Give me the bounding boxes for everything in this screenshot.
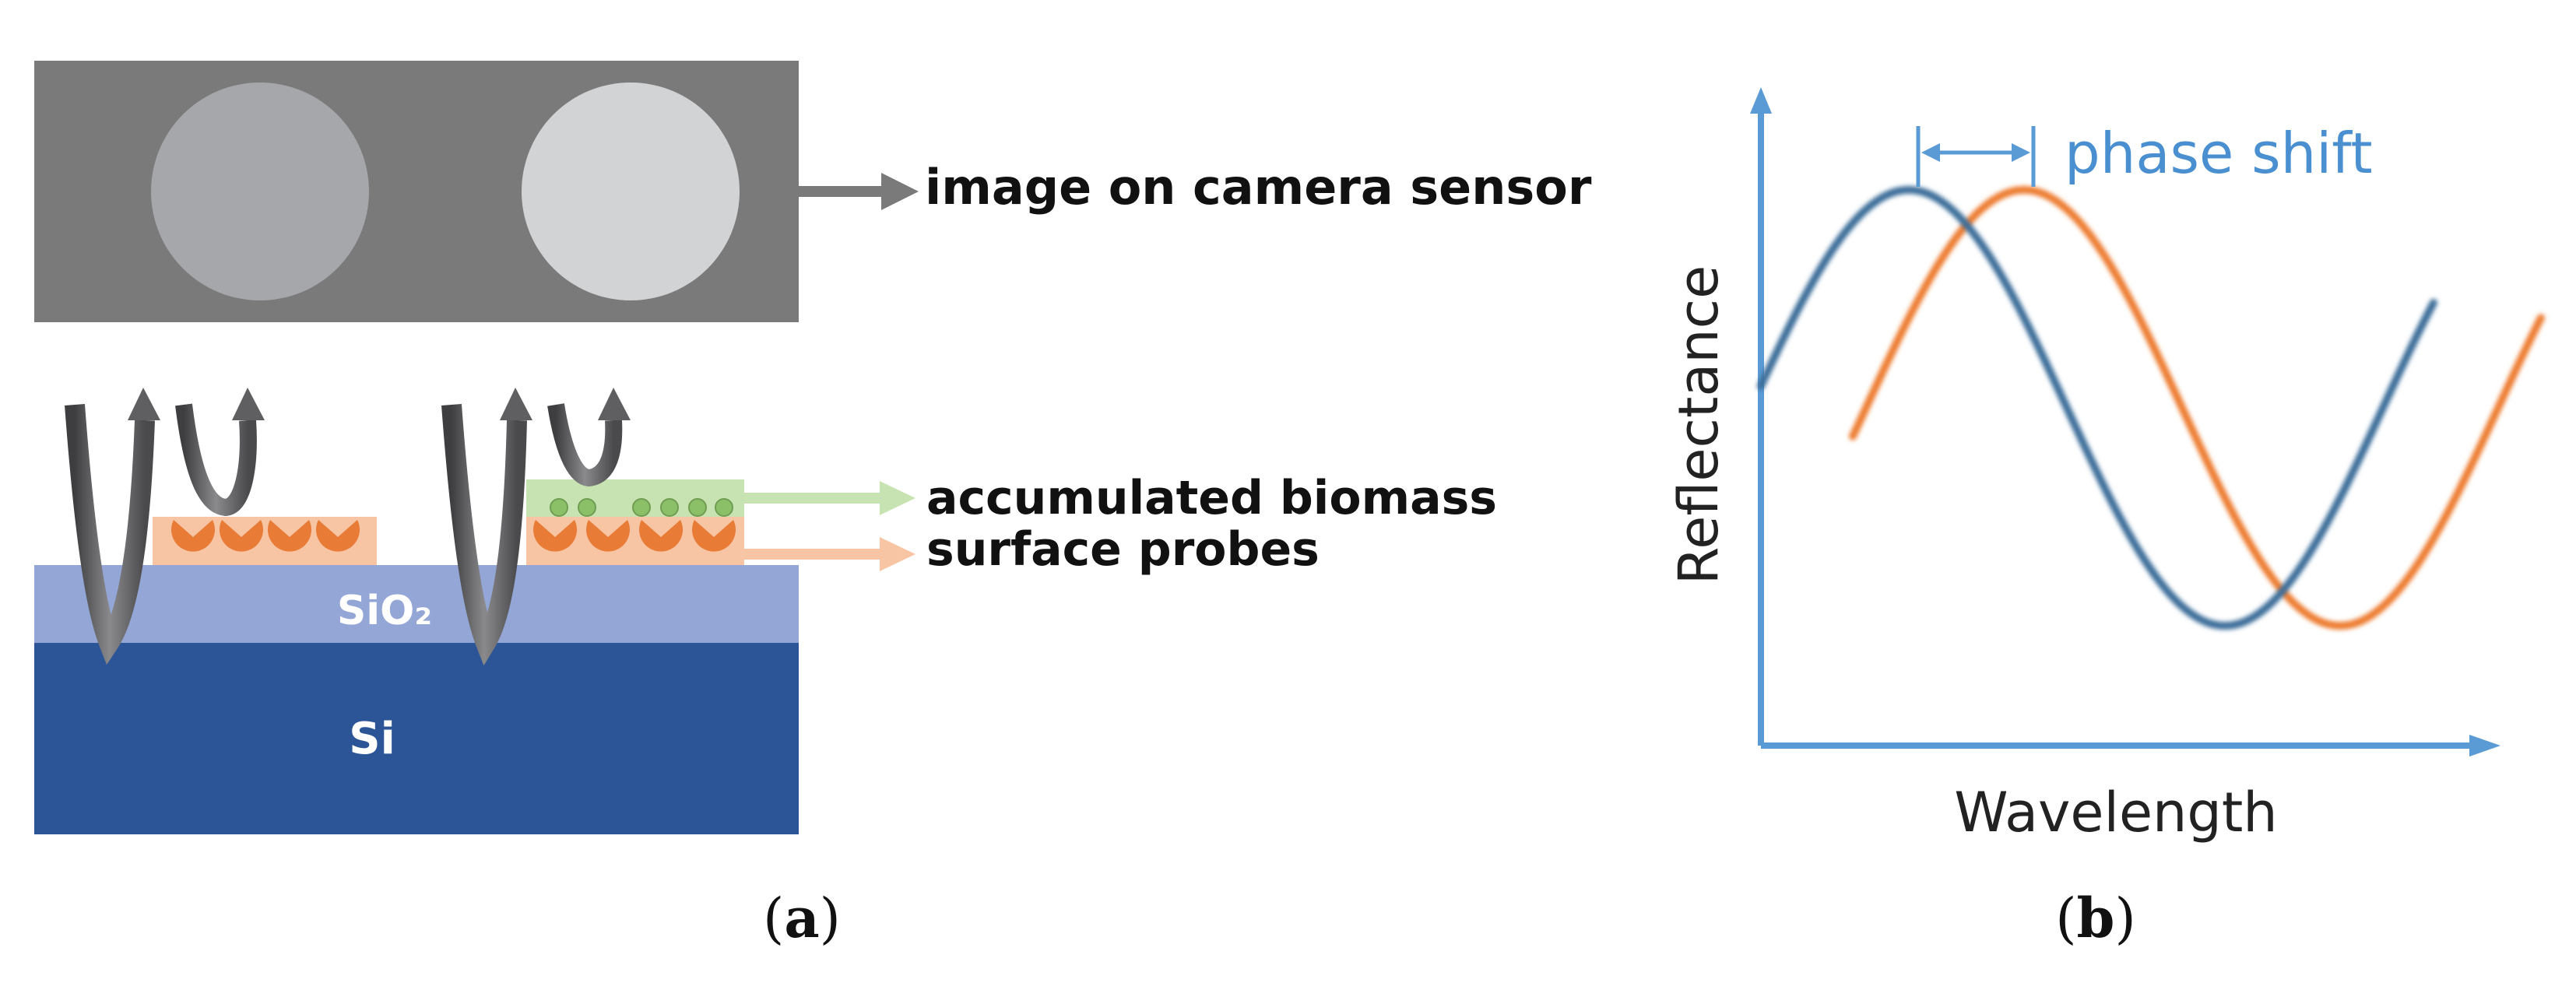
probe [268,520,311,552]
caption-b-letter: b [2077,886,2115,950]
panel-b: phase shift Reflectance Wavelength (b) [1667,87,2545,950]
sensor-spot-bright [522,83,740,300]
biomass-callout-arrow [744,481,915,515]
biomass-particle [632,498,651,517]
panel-a: image on camera sensor SiO₂ Si [34,61,1592,950]
light-beam-oxide-right [441,388,532,666]
caption-a-letter: a [784,886,819,950]
biomass-particle [550,498,568,517]
biomass-particle [660,498,679,517]
x-axis-label: Wavelength [1954,781,2277,844]
probe [639,520,684,552]
camera-sensor-label: image on camera sensor [925,159,1592,216]
sensor-spot-dim [151,83,369,300]
probes-label: surface probes [926,522,1320,577]
probe [171,520,216,552]
y-axis-label: Reflectance [1667,265,1731,585]
oxide-layer [34,565,799,643]
light-beam-surface-left [175,388,265,517]
biomass-particle [715,498,733,517]
y-axis [1750,87,1772,746]
reflectance-curve-shifted [1849,185,2545,630]
probe [692,520,736,552]
probe [316,520,360,552]
phase-shift-label: phase shift [2065,121,2373,186]
silicon-layer-label: Si [349,714,395,764]
biomass-particle [688,498,707,517]
phase-shift-marker [1916,126,2036,187]
biomass-particle [578,498,596,517]
probes-left [171,520,360,552]
probe [219,520,263,552]
light-beam-surface-right [547,388,631,487]
silicon-layer [34,643,799,834]
biomass-particles [550,498,733,517]
probes-callout-arrow [744,537,915,571]
biomass-label: accumulated biomass [926,471,1497,525]
x-axis [1761,735,2500,757]
oxide-layer-label: SiO₂ [337,588,432,634]
reflectance-curve-original [1757,186,2437,630]
probe [586,520,630,552]
light-beam-oxide-left [65,388,160,665]
probes-right [533,520,736,552]
caption-a: (a) [763,886,841,950]
camera-arrow [799,173,919,210]
caption-b: (b) [2055,886,2136,950]
probe [533,520,578,552]
